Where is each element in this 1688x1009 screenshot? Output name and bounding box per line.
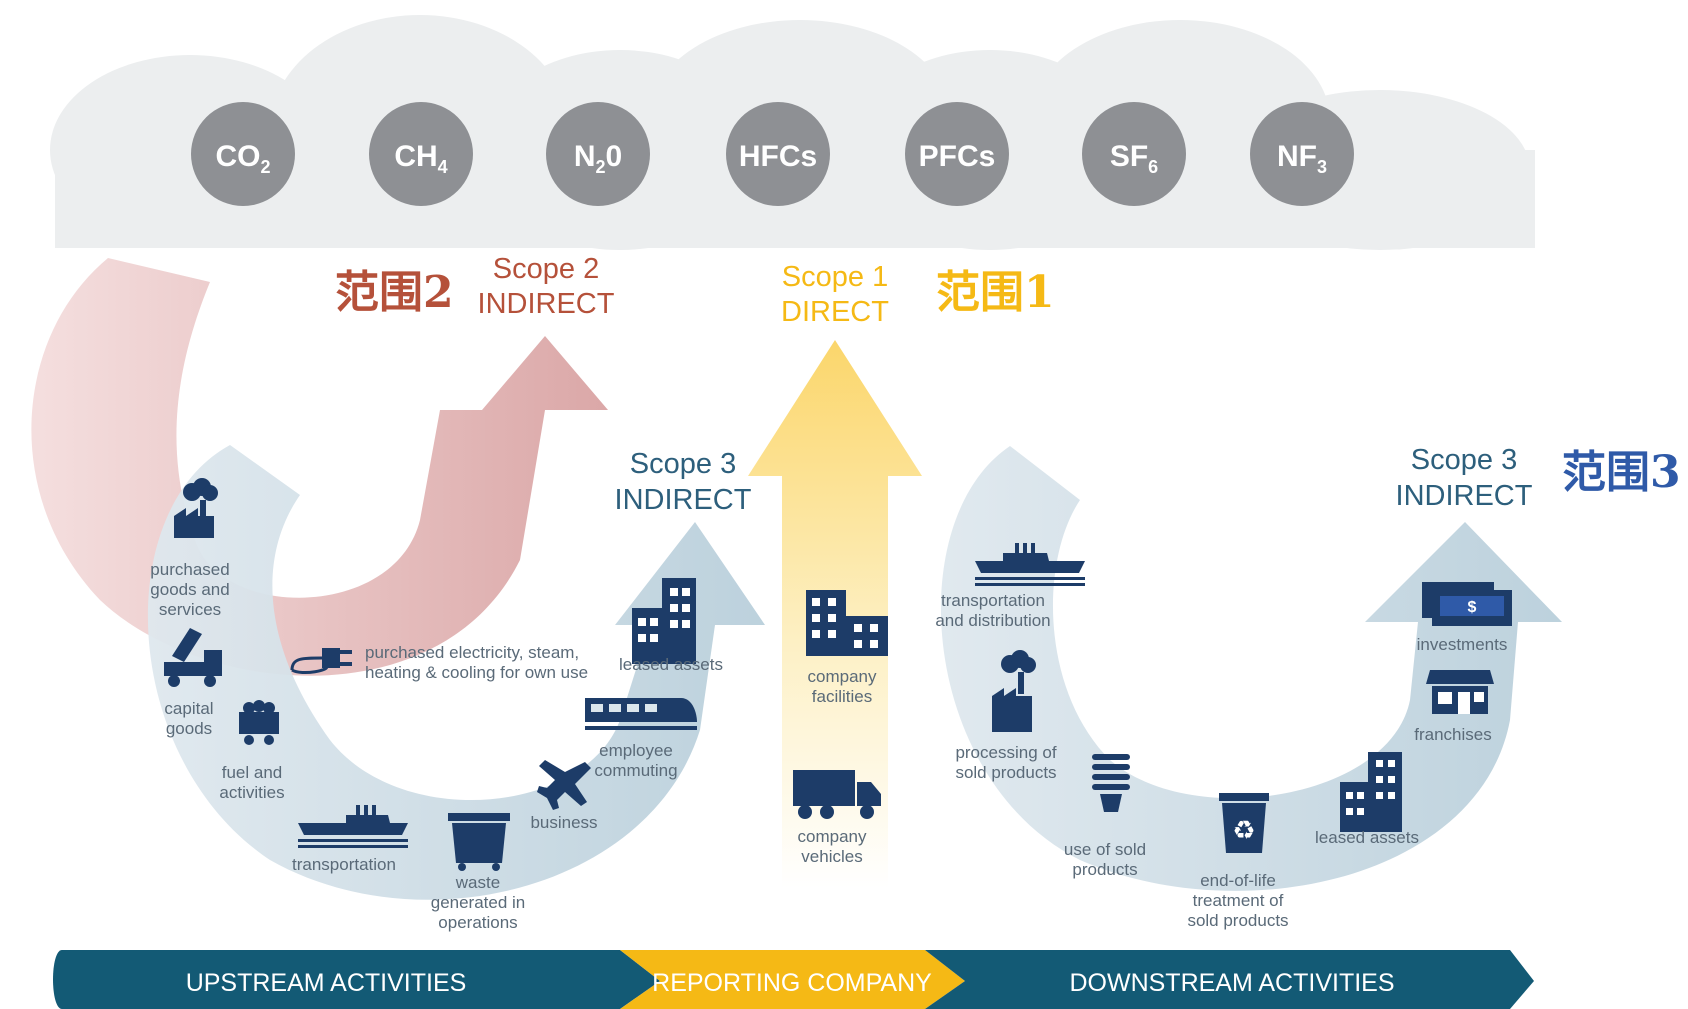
factory-icon — [174, 478, 218, 538]
purchased-electricity-label: purchased electricity, steam,heating & c… — [365, 643, 588, 682]
airplane-icon — [537, 760, 591, 810]
gas-circle — [369, 102, 473, 206]
company-building-icon — [806, 590, 888, 656]
franchises-label: franchises — [1414, 725, 1491, 744]
scope2-arrow — [31, 258, 608, 676]
upstream-activities-label: UPSTREAM ACTIVITIES — [186, 969, 467, 997]
gas-sf6: SF6 — [1082, 102, 1186, 206]
gas-circle — [191, 102, 295, 206]
scope1-label: Scope 1 DIRECT 范围1 — [781, 261, 1055, 328]
gas-circle — [546, 102, 650, 206]
icon-details — [638, 588, 1504, 815]
gas-formula: PFCs — [919, 140, 996, 173]
gas-circle — [726, 102, 830, 206]
scope1-cn-label: 范围1 — [936, 267, 1055, 318]
processing-factory-icon — [992, 650, 1036, 732]
business-travel-label: business — [530, 813, 597, 832]
scope2-title: Scope 2 — [493, 253, 599, 285]
plug-icon — [290, 648, 352, 674]
gas-formula: N20 — [574, 140, 622, 177]
upstream-bar-segment — [53, 950, 660, 1009]
downstream-activities-label: DOWNSTREAM ACTIVITIES — [1069, 969, 1394, 997]
leased-assets-upstream-label: leased assets — [619, 655, 723, 674]
ship-downstream-icon — [975, 543, 1085, 586]
gas-ch4: CH4 — [369, 102, 473, 206]
scope3-downstream-label: Scope 3 INDIRECT 范围3 — [1396, 444, 1681, 512]
gas-nf3: NF3 — [1250, 102, 1354, 206]
greenhouse-gases: CO2 CH4 N20 HFCs PFCs SF6 NF3 — [191, 102, 1354, 206]
truck-icon — [793, 770, 881, 819]
gas-formula: NF3 — [1277, 140, 1327, 177]
gas-circle — [905, 102, 1009, 206]
scope1-subtitle: DIRECT — [781, 296, 889, 328]
bottom-activity-bar: UPSTREAM ACTIVITIES REPORTING COMPANY DO… — [53, 950, 1534, 1009]
scope3-downstream-subtitle: INDIRECT — [1396, 480, 1533, 512]
scope2-label: 范围2 Scope 2 INDIRECT — [335, 253, 615, 320]
reporting-bar-segment — [620, 950, 965, 1009]
gas-formula: CO2 — [215, 140, 270, 177]
gas-co2: CO2 — [191, 102, 295, 206]
leased-assets-downstream-label: leased assets — [1315, 828, 1419, 847]
reporting-company-label: REPORTING COMPANY — [652, 969, 932, 997]
crane-truck-icon — [164, 628, 222, 687]
scope3-downstream-title: Scope 3 — [1411, 444, 1517, 476]
building-icon — [632, 578, 696, 664]
scope3-upstream-title: Scope 3 — [630, 448, 736, 480]
gas-formula: CH4 — [394, 140, 447, 177]
scope3-upstream-label: Scope 3 INDIRECT — [615, 448, 752, 516]
svg-text:♻: ♻ — [1232, 816, 1255, 846]
investment-dollar-sign: $ — [1468, 599, 1477, 616]
gas-n20: N20 — [546, 102, 650, 206]
scope3-upstream-arrow — [147, 445, 765, 900]
train-icon — [585, 698, 697, 730]
leased-building-downstream-icon — [1340, 752, 1402, 832]
scope1-title: Scope 1 — [782, 261, 888, 293]
scope3-upstream-subtitle: INDIRECT — [615, 484, 752, 516]
ship-icon — [298, 805, 408, 848]
gas-formula: HFCs — [739, 140, 817, 173]
scope2-cn-label: 范围2 — [335, 267, 454, 318]
scope3-cn-label: 范围3 — [1562, 447, 1681, 498]
gas-formula: SF6 — [1110, 140, 1158, 177]
gas-hfcs: HFCs — [726, 102, 830, 206]
investments-label: investments — [1417, 635, 1508, 654]
recycle-bin-icon: ♻ — [1219, 793, 1269, 853]
gas-circle — [1082, 102, 1186, 206]
scope2-subtitle: INDIRECT — [478, 288, 615, 320]
gas-circle — [1250, 102, 1354, 206]
downstream-bar-segment — [925, 950, 1534, 1009]
dumpster-icon — [448, 813, 510, 871]
transportation-label: transportation — [292, 855, 396, 874]
lightbulb-icon — [1092, 754, 1130, 812]
fuel-cart-icon — [239, 700, 279, 745]
gas-pfcs: PFCs — [905, 102, 1009, 206]
